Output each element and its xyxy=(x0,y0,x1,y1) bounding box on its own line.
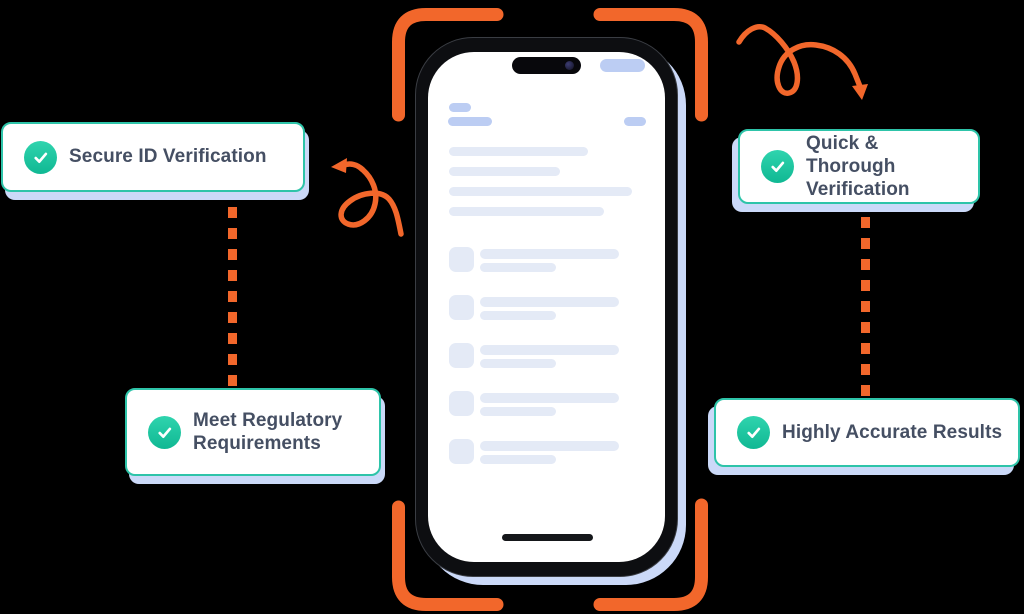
skeleton-list-item xyxy=(449,439,619,464)
callout-label: Meet Regulatory Requirements xyxy=(193,409,343,454)
skeleton-avatar xyxy=(449,439,474,464)
scan-bracket-bottom-left-icon xyxy=(392,500,504,611)
skeleton-pill-wide xyxy=(448,117,492,126)
skeleton-avatar xyxy=(449,247,474,272)
check-icon xyxy=(148,415,181,449)
check-icon xyxy=(737,416,770,449)
callout-label: Quick & Thorough Verification xyxy=(806,132,910,201)
skeleton-list-item xyxy=(449,247,619,272)
check-icon xyxy=(761,150,794,183)
camera-icon xyxy=(565,61,574,70)
callout-secure-id: Secure ID Verification xyxy=(1,122,305,192)
skeleton-text-line xyxy=(480,311,556,320)
skeleton-text-line xyxy=(480,393,619,403)
callout-highly-accurate: Highly Accurate Results xyxy=(714,398,1020,467)
skeleton-text-line xyxy=(449,187,632,196)
skeleton-text-line xyxy=(480,441,619,451)
home-indicator xyxy=(502,534,593,541)
phone-screen xyxy=(428,52,665,562)
scan-bracket-top-right-icon xyxy=(593,8,708,122)
skeleton-avatar xyxy=(449,295,474,320)
connector-dashed-right xyxy=(861,217,870,399)
skeleton-pill-small xyxy=(449,103,471,112)
skeleton-text-line xyxy=(449,207,604,216)
skeleton-list-item xyxy=(449,391,619,416)
skeleton-avatar xyxy=(449,391,474,416)
squiggle-arrow-right-icon xyxy=(736,24,868,100)
skeleton-pill-right xyxy=(624,117,646,126)
skeleton-avatar xyxy=(449,343,474,368)
skeleton-text-line xyxy=(480,249,619,259)
callout-quick-thorough: Quick & Thorough Verification xyxy=(738,129,980,204)
skeleton-text-line xyxy=(449,147,588,156)
callout-meet-regulatory: Meet Regulatory Requirements xyxy=(125,388,381,476)
scan-bracket-top-left-icon xyxy=(392,8,504,122)
skeleton-list-item xyxy=(449,295,619,320)
callout-label: Highly Accurate Results xyxy=(782,421,1003,443)
connector-dashed-left xyxy=(228,207,237,389)
skeleton-text-line xyxy=(480,359,556,368)
skeleton-text-line xyxy=(480,345,619,355)
skeleton-text-line xyxy=(480,263,556,272)
skeleton-text-line xyxy=(480,455,556,464)
dynamic-island xyxy=(512,57,581,74)
skeleton-text-line xyxy=(480,297,619,307)
skeleton-text-line xyxy=(449,167,560,176)
callout-label: Secure ID Verification xyxy=(69,146,267,168)
skeleton-header-lines xyxy=(449,147,632,227)
scan-bracket-bottom-right-icon xyxy=(593,498,708,611)
check-icon xyxy=(24,140,57,174)
skeleton-pill-top-right xyxy=(600,59,645,72)
skeleton-text-line xyxy=(480,407,556,416)
phone-mockup xyxy=(415,37,678,577)
squiggle-arrow-left-icon xyxy=(331,158,404,237)
skeleton-list xyxy=(449,247,619,487)
skeleton-list-item xyxy=(449,343,619,368)
